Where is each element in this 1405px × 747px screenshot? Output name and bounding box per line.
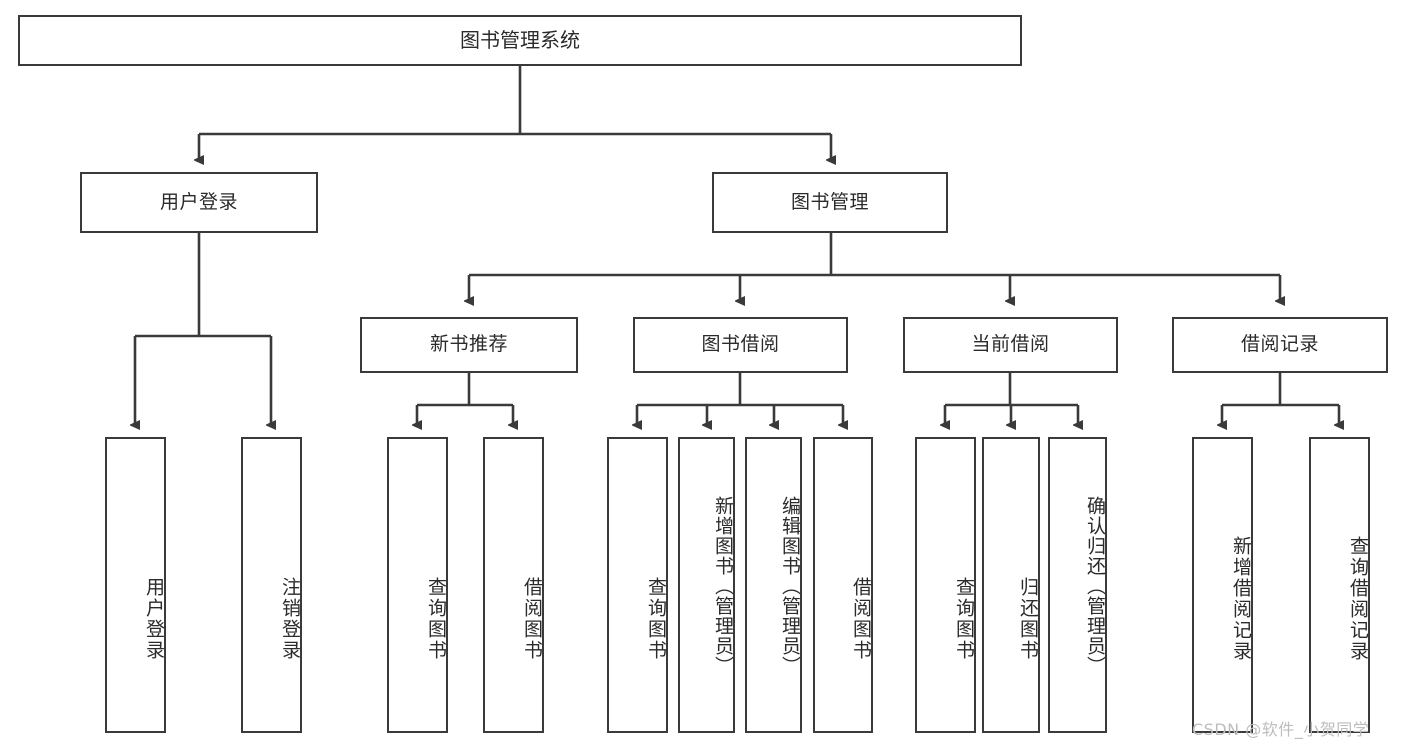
leaf-recommend-borrow-book[interactable]: 借阅图书	[483, 437, 544, 733]
node-borrow-record[interactable]: 借阅记录	[1172, 317, 1388, 373]
leaf-recommend-query-book[interactable]: 查询图书	[387, 437, 448, 733]
leaf-record-add-record[interactable]: 新增借阅记录	[1192, 437, 1253, 733]
node-label: 图书管理	[790, 190, 869, 213]
leaf-current-query-book[interactable]: 查询图书	[915, 437, 976, 733]
node-label: 当前借阅	[971, 333, 1050, 356]
node-root-system[interactable]: 图书管理系统	[18, 15, 1022, 66]
node-current-borrow[interactable]: 当前借阅	[903, 317, 1118, 373]
node-label: 编辑图书（管理员）	[779, 496, 801, 676]
node-label: 用户登录	[143, 577, 165, 661]
leaf-borrow-query-book[interactable]: 查询图书	[607, 437, 668, 733]
node-label: 查询图书	[953, 577, 975, 661]
node-label: 查询借阅记录	[1347, 536, 1369, 662]
leaf-borrow-add-book-admin[interactable]: 新增图书（管理员）	[678, 437, 735, 733]
node-label: 确认归还（管理员）	[1084, 496, 1106, 676]
node-user-login[interactable]: 用户登录	[80, 172, 318, 233]
leaf-borrow-edit-book-admin[interactable]: 编辑图书（管理员）	[745, 437, 802, 733]
leaf-current-confirm-return-admin[interactable]: 确认归还（管理员）	[1048, 437, 1107, 733]
node-label: 新书推荐	[429, 333, 508, 356]
node-label: 归还图书	[1017, 577, 1039, 661]
node-label: 注销登录	[279, 577, 301, 661]
node-label: 用户登录	[159, 190, 238, 213]
node-label: 查询图书	[425, 577, 447, 661]
csdn-watermark: CSDN @软件_小贺同学	[1192, 716, 1369, 740]
node-label: 借阅图书	[850, 577, 872, 661]
node-label: 借阅图书	[521, 577, 543, 661]
leaf-user-login-signin[interactable]: 用户登录	[105, 437, 166, 733]
leaf-borrow-borrow-book[interactable]: 借阅图书	[813, 437, 873, 733]
node-book-management[interactable]: 图书管理	[712, 172, 948, 233]
node-label: 新增图书（管理员）	[712, 496, 734, 676]
leaf-current-return-book[interactable]: 归还图书	[982, 437, 1040, 733]
node-new-book-recommend[interactable]: 新书推荐	[360, 317, 578, 373]
node-label: 查询图书	[645, 577, 667, 661]
leaf-record-query-record[interactable]: 查询借阅记录	[1309, 437, 1370, 733]
node-label: 图书借阅	[701, 333, 780, 356]
node-label: 新增借阅记录	[1230, 536, 1252, 662]
watermark-text: CSDN @软件_小贺同学	[1192, 720, 1370, 739]
node-label: 借阅记录	[1240, 333, 1319, 356]
node-book-borrow[interactable]: 图书借阅	[633, 317, 848, 373]
node-label: 图书管理系统	[460, 28, 580, 53]
leaf-user-login-signout[interactable]: 注销登录	[241, 437, 302, 733]
